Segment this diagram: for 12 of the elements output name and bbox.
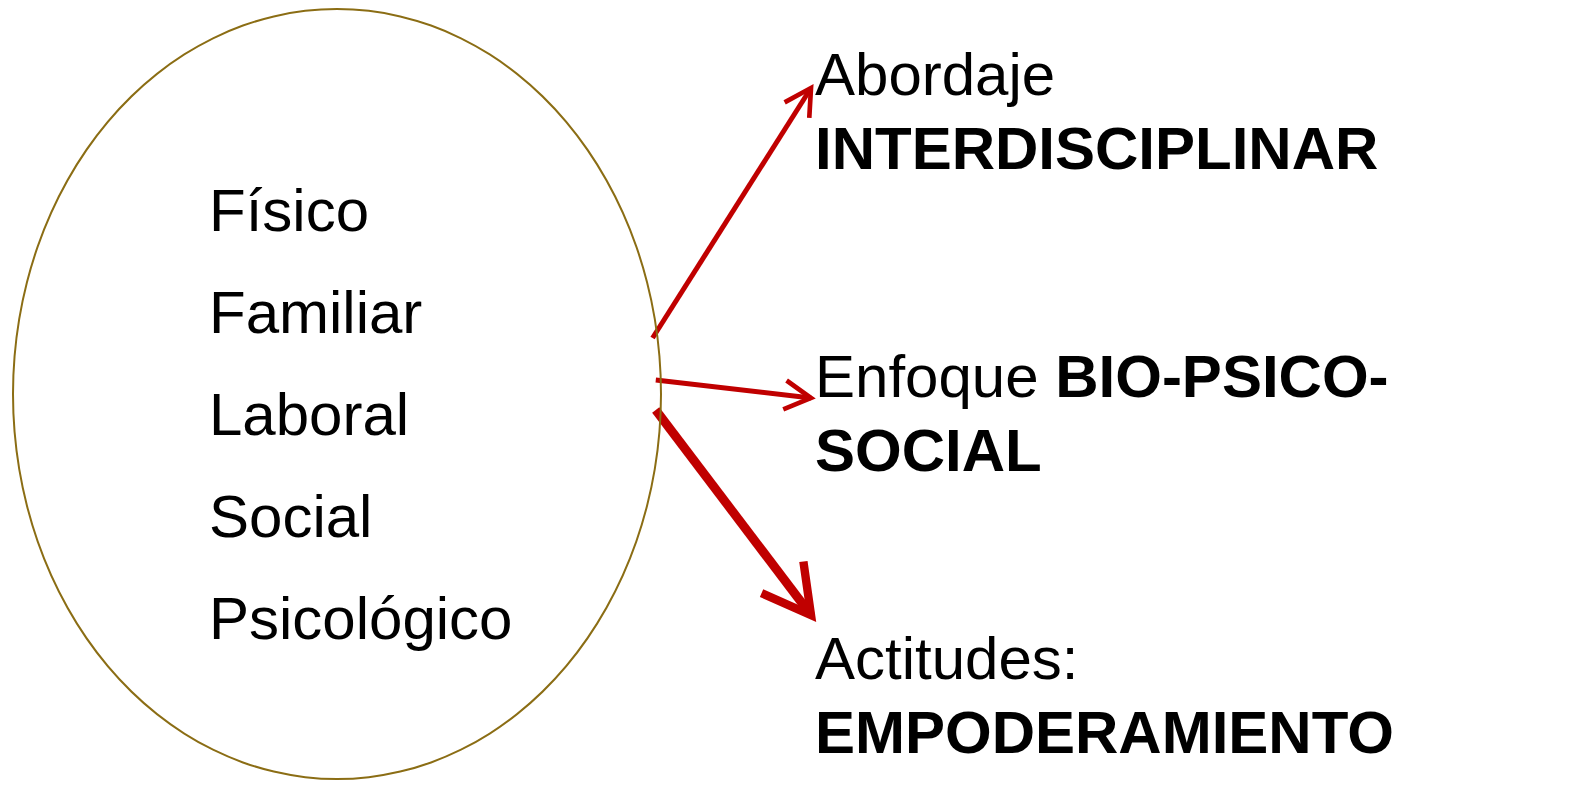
- node-label: Abordaje INTERDISCIPLINAR: [815, 38, 1585, 186]
- list-item-text: Físico: [209, 176, 371, 246]
- node-label: Actitudes: EMPODERAMIENTO: [815, 622, 1590, 770]
- list-item-text: Familiar: [209, 278, 424, 348]
- node-label: Enfoque BIO-PSICO-SOCIAL: [815, 340, 1585, 488]
- list-item-text: Social: [209, 482, 374, 552]
- arrow: [650, 85, 814, 340]
- list-item-text: Laboral: [209, 380, 411, 450]
- list-item-text: Psicológico: [209, 584, 513, 654]
- arrow: [655, 377, 814, 412]
- ellipse: [12, 8, 662, 780]
- arrow: [652, 407, 816, 620]
